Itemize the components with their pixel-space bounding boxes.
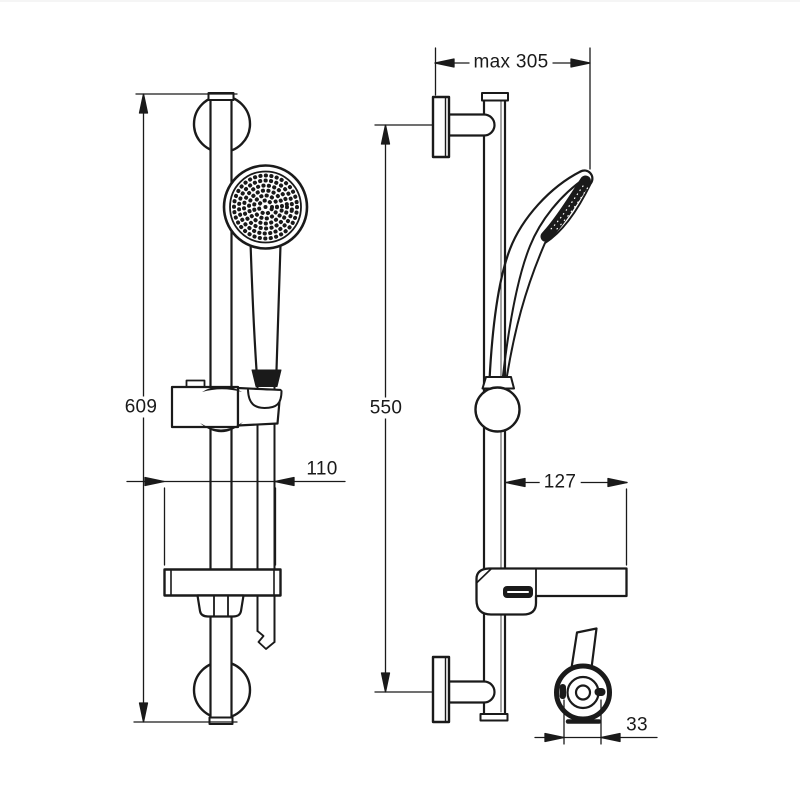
dim-label-max-projection: max 305 (469, 51, 553, 73)
wall-bracket-bottom (431, 655, 496, 724)
dim-rail-height (133, 93, 238, 723)
bracket-plate (431, 95, 451, 159)
dimension-lines (126, 47, 658, 745)
soap-dish-side (475, 567, 628, 616)
dish-nut (196, 594, 245, 618)
hose-break-symbol (256, 630, 276, 650)
side-view (431, 92, 628, 724)
holder-body (170, 385, 240, 429)
fixing-slot-left (559, 684, 566, 699)
handle-cup (247, 389, 283, 409)
dim-slot-spacing (534, 699, 658, 745)
dim-label-rail-height: 609 (120, 396, 162, 418)
dim-label-dish-projection: 127 (539, 471, 581, 493)
bracket-wedge (570, 627, 598, 670)
dim-label-bracket-spacing: 550 (365, 397, 407, 419)
front-view (163, 92, 309, 725)
dim-label-dish-width: 110 (306, 458, 338, 480)
handle-neck (481, 376, 515, 390)
shower-handle (249, 240, 282, 387)
handle-nut (251, 369, 282, 387)
hand-shower-side (474, 169, 594, 433)
bracket-arm (447, 113, 496, 137)
soap-dish-front (163, 568, 282, 618)
bracket-ring (554, 663, 612, 722)
dim-dish-width (126, 476, 346, 566)
slider-knob (474, 386, 521, 433)
nozzle-dots (232, 173, 299, 241)
dim-max-projection (434, 47, 591, 170)
bracket-plate (431, 655, 451, 724)
fixing-slot-right (594, 688, 606, 696)
dim-label-slot-spacing: 33 (626, 714, 648, 736)
hand-shower-head (222, 164, 309, 250)
bracket-bottom-view (554, 627, 612, 724)
bracket-arm (447, 680, 496, 704)
slider-holder (170, 379, 283, 433)
wall-bracket-top (431, 95, 496, 159)
